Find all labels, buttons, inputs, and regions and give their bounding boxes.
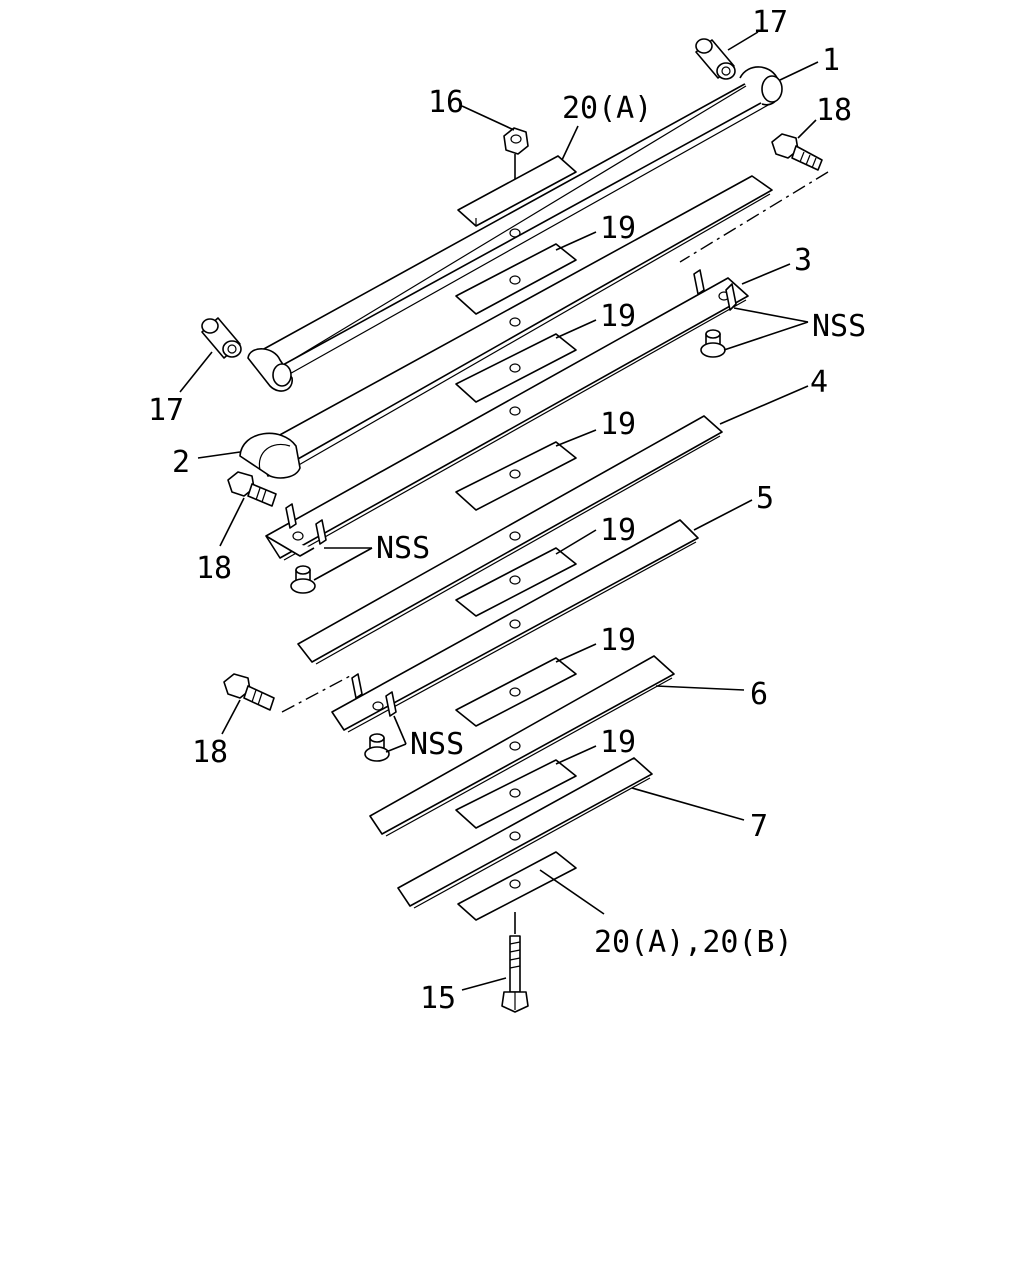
pad-19-4 [455,547,577,629]
label-19-2: 19 [600,299,636,334]
bolt-18-lower-left [223,673,275,711]
pad-19-5 [455,657,577,751]
pad-19-1 [455,228,577,327]
label-19-3: 19 [600,407,636,442]
label-5: 5 [756,481,774,516]
label-18-top-right: 18 [816,93,852,128]
label-19-1: 19 [600,211,636,246]
label-19-5: 19 [600,623,636,658]
label-4: 4 [810,365,828,400]
pad-19-2 [455,333,577,416]
label-19-4: 19 [600,513,636,548]
bolt-18-left [227,471,277,507]
center-bolt-15 [501,935,529,1013]
label-6: 6 [750,677,768,712]
rivet-nss-lower [364,733,390,762]
leaf-6 [369,655,675,837]
leader-lines [179,31,819,991]
label-nss-lower: NSS [410,727,464,762]
label-16: 16 [428,85,464,120]
label-nss-right: NSS [812,309,866,344]
label-20a-top: 20(A) [562,91,652,126]
label-17-top: 17 [752,5,788,40]
leaf-1 [247,66,783,392]
leaf-3 [265,269,749,561]
leaf-4 [297,415,723,665]
label-18-lower-left: 18 [192,735,228,770]
part-labels: 17 1 16 20(A) 18 19 3 19 NSS 17 4 19 2 5… [148,5,866,1016]
label-20ab-bottom: 20(A),20(B) [594,925,793,960]
pad-19-6 [455,759,577,841]
label-3: 3 [794,243,812,278]
label-19-6: 19 [600,725,636,760]
pad-19-3 [455,441,577,541]
label-18-left: 18 [196,551,232,586]
leaf-5 [331,519,699,733]
pad-20ab-bottom [457,851,577,934]
label-17-left: 17 [148,393,184,428]
label-1: 1 [822,43,840,78]
bolt-18-top-right [771,133,823,171]
bushing-17-left [201,317,242,359]
pad-20a-top [457,155,577,227]
label-2: 2 [172,445,190,480]
label-nss-middle: NSS [376,531,430,566]
label-15: 15 [420,981,456,1016]
bushing-17-top [695,38,736,80]
label-7: 7 [750,809,768,844]
leaf-7 [397,757,653,909]
rivet-nss-right [700,329,726,358]
rivet-nss-middle [290,565,316,594]
